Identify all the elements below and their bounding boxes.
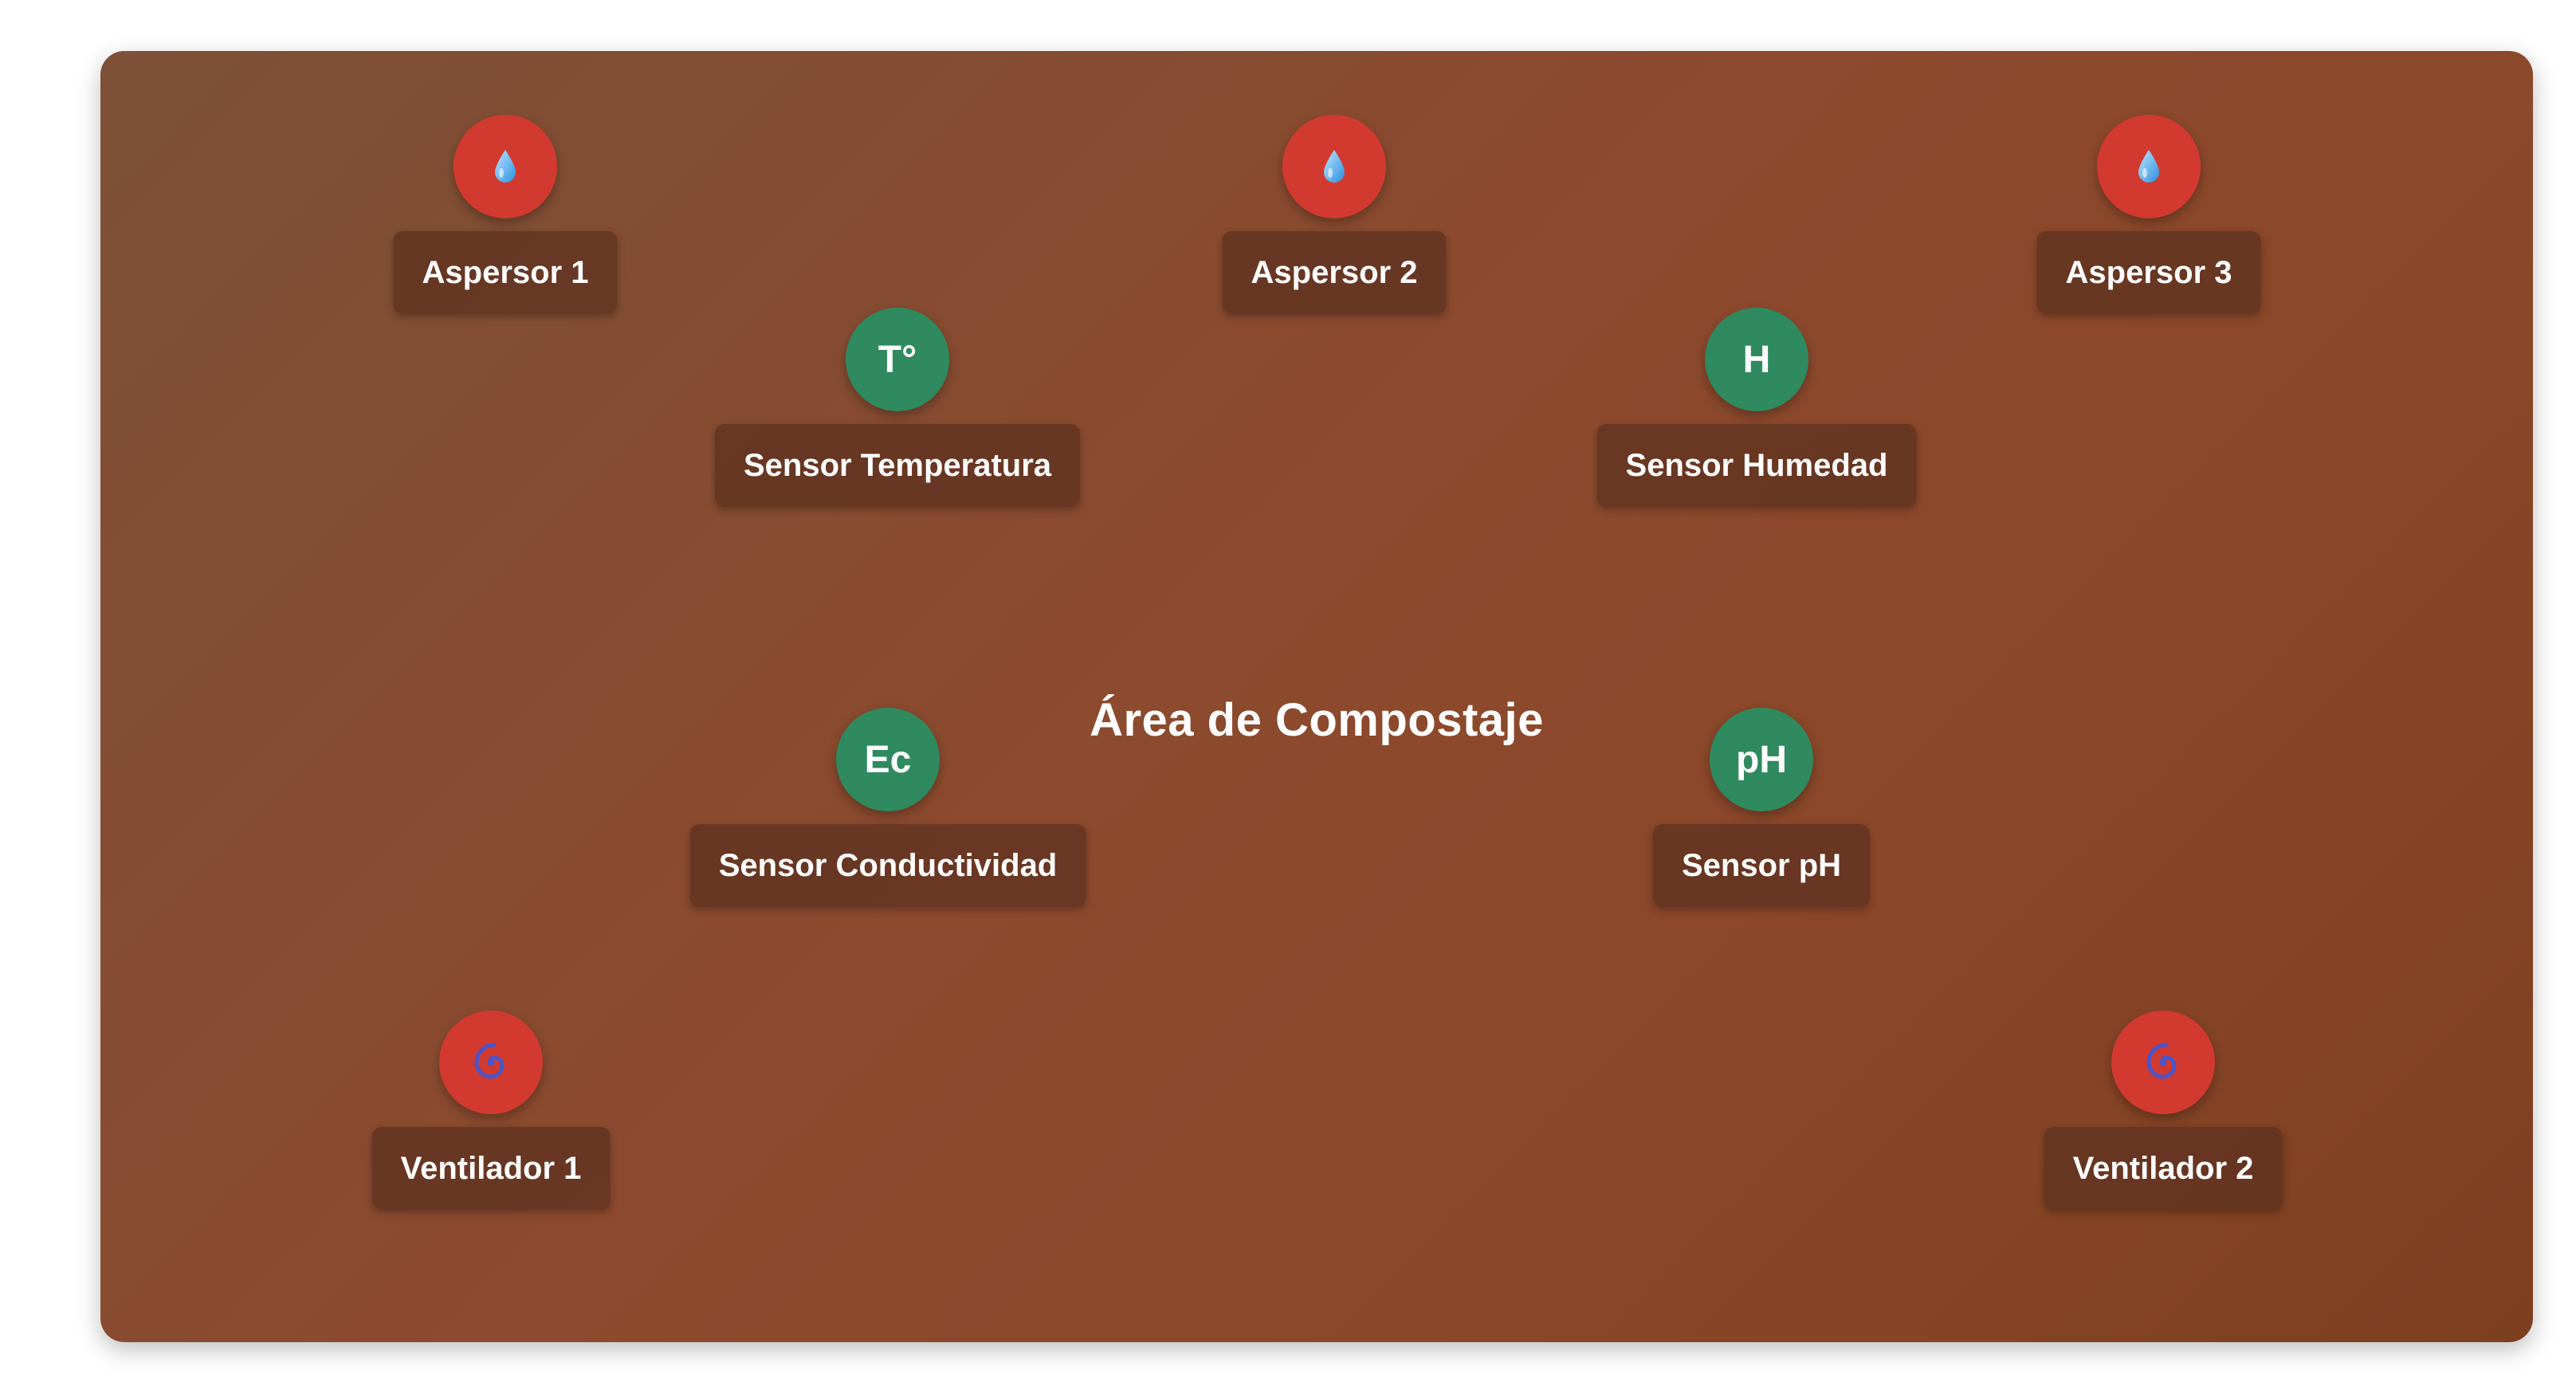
fan-spiral-icon [2146,1042,2177,1079]
area-title: Área de Compostaje [1090,694,1544,746]
water-drop-icon [1324,150,1345,183]
ventilador-2-button[interactable] [2111,1011,2215,1114]
ventilador-2-label: Ventilador 2 [2044,1127,2283,1210]
composting-area: Área de Compostaje Aspersor 1 [100,51,2533,1342]
aspersor-3-button[interactable] [2097,115,2201,218]
aspersor-2-label: Aspersor 2 [1222,231,1447,314]
fan-spiral-icon [474,1042,505,1079]
ph-sensor-label: Sensor pH [1652,824,1871,907]
conductivity-sensor-label: Sensor Conductividad [689,824,1086,907]
temperature-sensor-label: Sensor Temperatura [714,424,1081,507]
water-drop-icon [495,150,516,183]
temperature-sensor-button[interactable]: T° [846,308,949,411]
humidity-sensor-label: Sensor Humedad [1596,424,1917,507]
aspersor-1-label: Aspersor 1 [393,231,618,314]
ventilador-1-button[interactable] [439,1011,543,1114]
aspersor-2-button[interactable] [1282,115,1386,218]
ventilador-1-label: Ventilador 1 [371,1127,611,1210]
aspersor-1-button[interactable] [454,115,557,218]
water-drop-icon [2138,150,2159,183]
aspersor-3-label: Aspersor 3 [2036,231,2261,314]
conductivity-sensor-button[interactable]: Ec [836,708,940,811]
ph-sensor-button[interactable]: pH [1710,708,1813,811]
humidity-sensor-button[interactable]: H [1705,308,1808,411]
